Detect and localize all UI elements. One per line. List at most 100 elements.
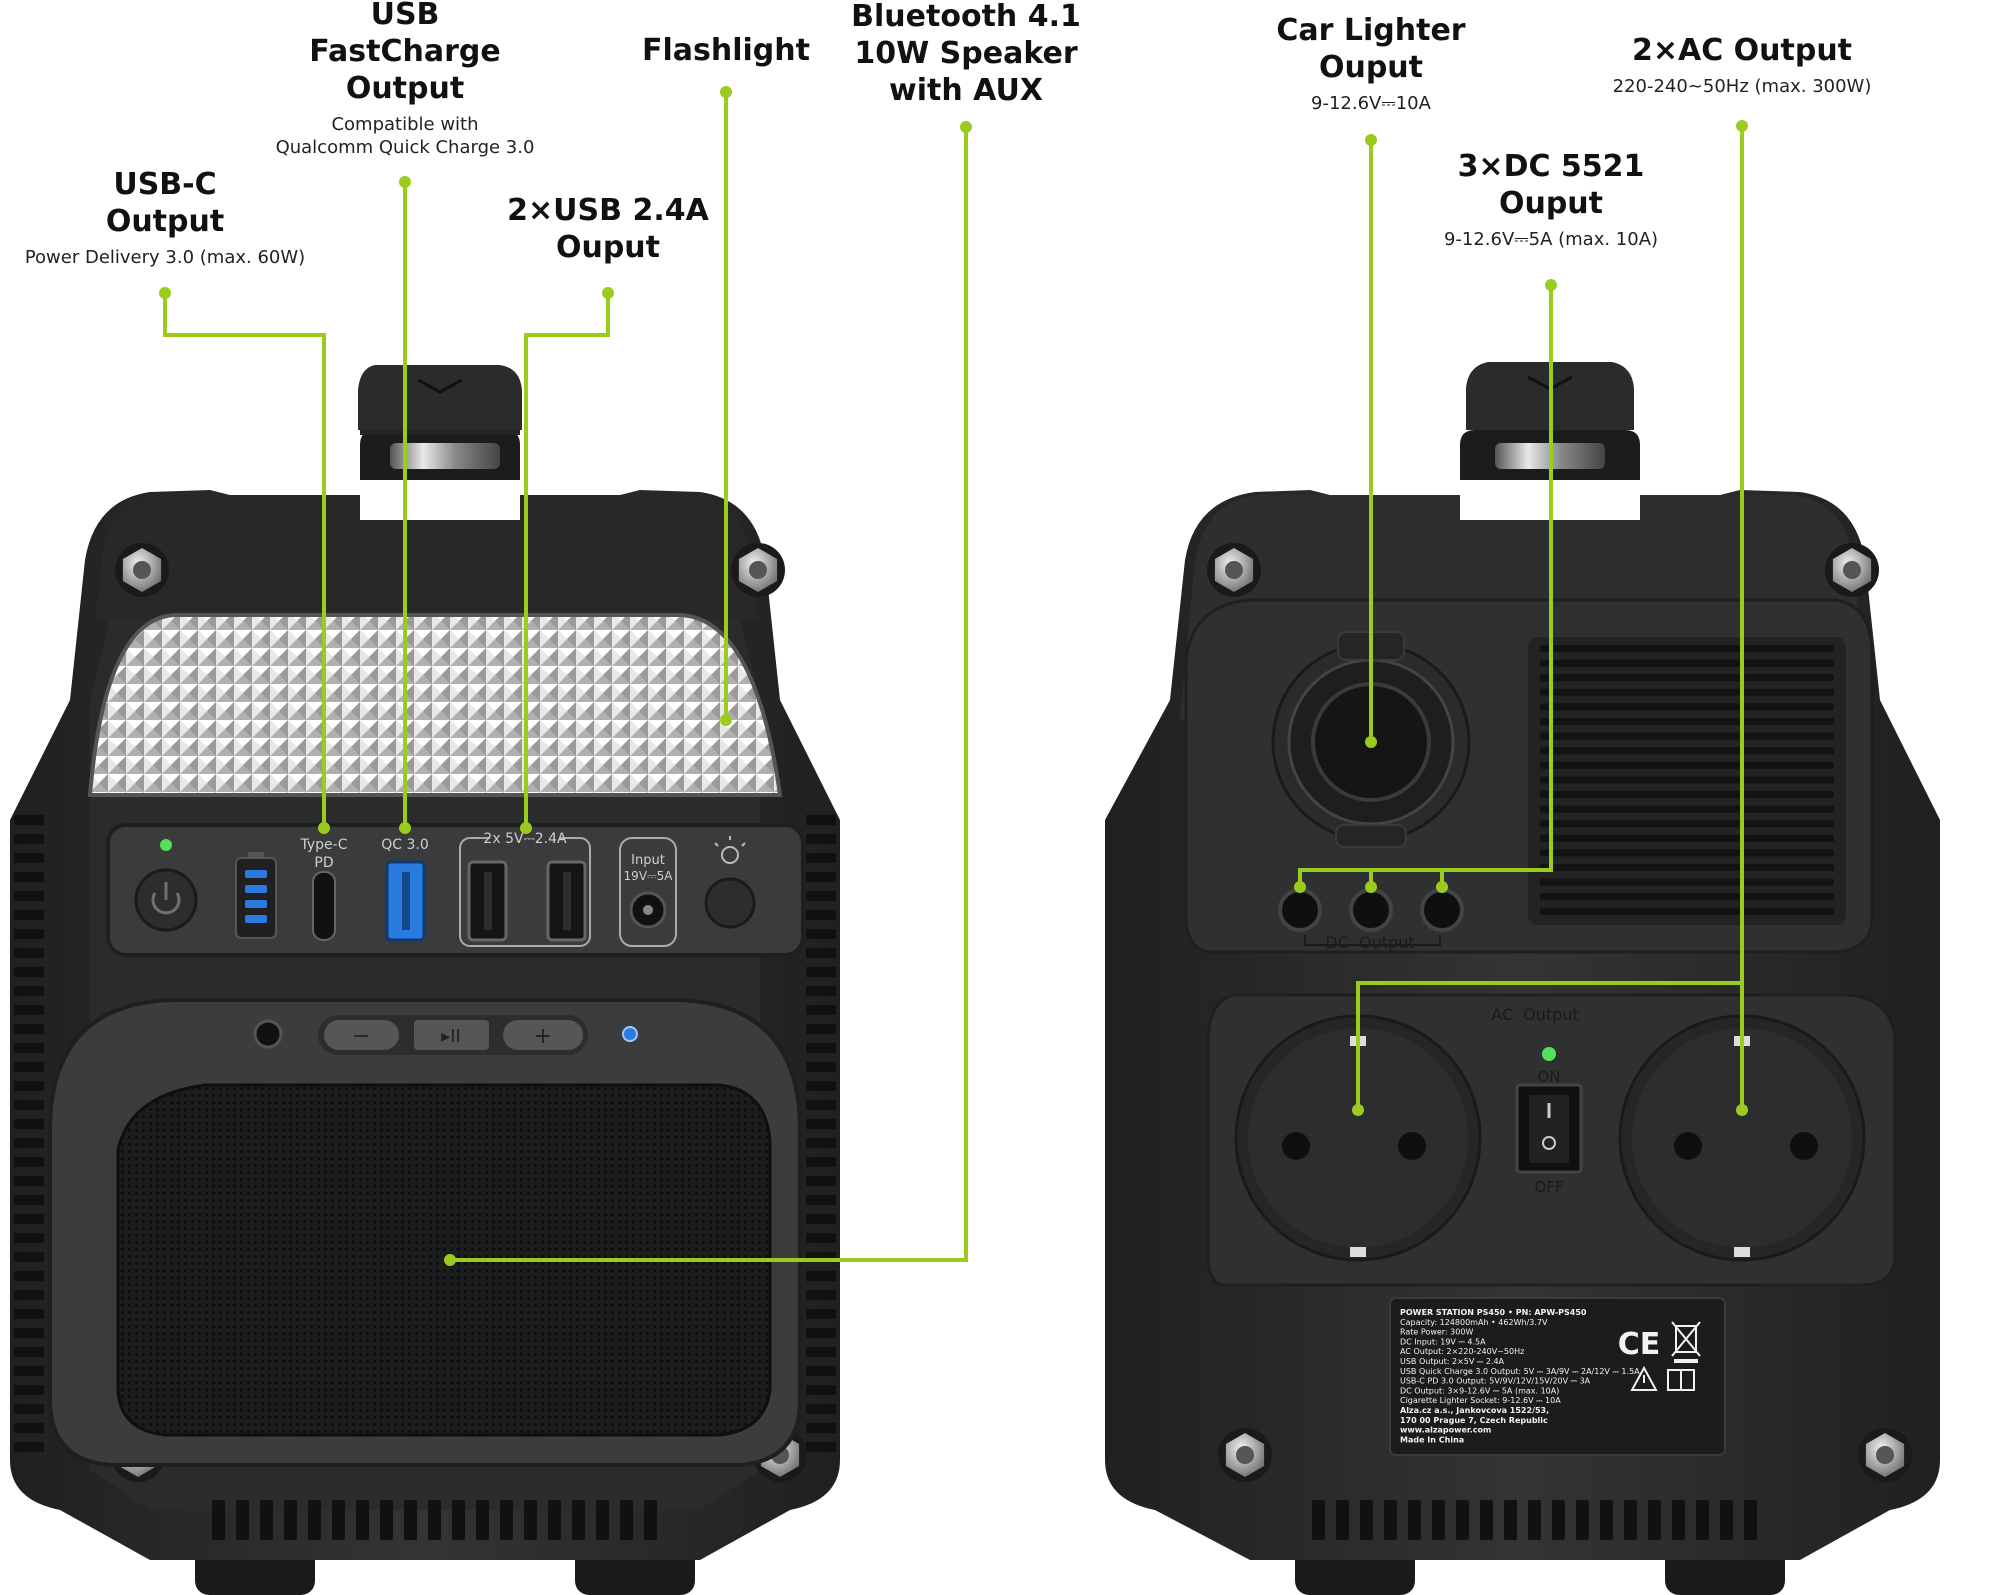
vent-slot bbox=[500, 1500, 513, 1540]
front-side-vents bbox=[14, 815, 836, 1452]
vent-slot bbox=[806, 1404, 836, 1414]
vent-slot bbox=[14, 1252, 44, 1262]
vent-slat bbox=[1540, 645, 1834, 652]
vent-slat bbox=[1540, 893, 1834, 901]
typec-label: Type-C bbox=[300, 837, 348, 853]
vent-slot bbox=[806, 1119, 836, 1129]
screw-socket bbox=[1225, 561, 1243, 579]
aux-jack[interactable] bbox=[253, 1019, 283, 1049]
vent-slot bbox=[14, 853, 44, 863]
vent-slot bbox=[14, 1271, 44, 1281]
vent-slot bbox=[806, 1290, 836, 1300]
callout-usb-fastcharge-title-2: FastCharge bbox=[309, 34, 501, 69]
vent-slot bbox=[308, 1500, 321, 1540]
ac-socket-left[interactable] bbox=[1234, 1014, 1482, 1262]
flashlight-lens bbox=[87, 613, 783, 797]
play-pause-button[interactable] bbox=[414, 1020, 489, 1050]
callout-usb-fastcharge-title-1: USB bbox=[370, 0, 440, 32]
dc-port-1[interactable] bbox=[1278, 888, 1322, 932]
volume-up-label: + bbox=[534, 1024, 552, 1049]
input-label: Input bbox=[631, 853, 665, 868]
vent-slot bbox=[14, 1290, 44, 1300]
vent-slot bbox=[1480, 1500, 1493, 1540]
vent-slot bbox=[14, 1138, 44, 1148]
volume-up-button[interactable] bbox=[503, 1020, 583, 1050]
callout-usb-fastcharge-sub-1: Compatible with bbox=[331, 114, 479, 135]
screw-socket bbox=[1843, 561, 1861, 579]
warning-icon bbox=[1630, 1365, 1658, 1391]
vent-slot bbox=[1312, 1500, 1325, 1540]
play-pause-label: ▸II bbox=[441, 1026, 461, 1047]
vent-slot bbox=[14, 834, 44, 844]
vent-slot bbox=[1600, 1500, 1613, 1540]
vent-slot bbox=[14, 1233, 44, 1243]
usb-group-label: 2x 5V⎓2.4A bbox=[483, 831, 567, 847]
leader-dc5521 bbox=[1298, 285, 1553, 887]
vent-slot bbox=[806, 948, 836, 958]
spec-line: Made In China bbox=[1400, 1435, 1464, 1444]
vent-slot bbox=[428, 1500, 441, 1540]
front-control-panel bbox=[106, 823, 805, 957]
vent-slot bbox=[1744, 1500, 1757, 1540]
volume-down-button[interactable] bbox=[324, 1020, 399, 1050]
callout-bluetooth-title-3: with AUX bbox=[889, 73, 1043, 108]
ac-output-label: AC Output bbox=[1491, 1005, 1579, 1024]
vent-slot bbox=[380, 1500, 393, 1540]
vent-slot bbox=[806, 1233, 836, 1243]
ac-power-switch[interactable] bbox=[1515, 1083, 1583, 1174]
callout-bluetooth-title-1: Bluetooth 4.1 bbox=[851, 0, 1081, 34]
vent-slot bbox=[806, 1347, 836, 1357]
vent-slot bbox=[644, 1500, 657, 1540]
vent-slot bbox=[14, 1366, 44, 1376]
callout-usbc-title-2: Output bbox=[105, 204, 225, 239]
dc-port-3[interactable] bbox=[1420, 888, 1464, 932]
hex-screw-icon bbox=[1825, 543, 1879, 597]
vent-slat bbox=[1540, 878, 1834, 886]
callout-dc5521-title-2: Ouput bbox=[1498, 186, 1604, 221]
qc-label: QC 3.0 bbox=[381, 837, 429, 853]
callout-dc5521: 3×DC 5521 Ouput 9-12.6V⎓5A (max. 10A) bbox=[1444, 148, 1658, 251]
spec-line: USB Quick Charge 3.0 Output: 5V ⎓ 3A/9V … bbox=[1400, 1367, 1640, 1376]
vent-slat bbox=[1540, 791, 1834, 798]
power-button[interactable] bbox=[134, 868, 198, 932]
vent-slot bbox=[806, 929, 836, 939]
vent-slot bbox=[14, 1043, 44, 1053]
spec-line: Capacity: 124800mAh • 462Wh/3.7V bbox=[1400, 1318, 1548, 1327]
vent-slot bbox=[1336, 1500, 1349, 1540]
callout-bluetooth: Bluetooth 4.1 10W Speaker with AUX bbox=[851, 0, 1081, 109]
vent-slot bbox=[806, 1081, 836, 1091]
vent-slot bbox=[806, 1043, 836, 1053]
vent-slot bbox=[1624, 1500, 1637, 1540]
spec-line: USB Output: 2×5V ⎓ 2.4A bbox=[1400, 1357, 1505, 1366]
vent-slot bbox=[806, 1328, 836, 1338]
ac-socket-right[interactable] bbox=[1618, 1014, 1866, 1262]
vent-slat bbox=[1540, 747, 1834, 755]
vent-slot bbox=[1408, 1500, 1421, 1540]
vent-slot bbox=[14, 1081, 44, 1091]
vent-slat bbox=[1540, 805, 1834, 813]
rear-vent-grille bbox=[1528, 637, 1846, 925]
vent-slot bbox=[806, 1309, 836, 1319]
switch-off-label: OFF bbox=[1534, 1178, 1563, 1196]
spec-line: POWER STATION PS450 • PN: APW-PS450 bbox=[1400, 1308, 1587, 1317]
callout-car-lighter: Car Lighter Ouput 9-12.6V⎓10A bbox=[1276, 12, 1465, 115]
vent-slot bbox=[14, 986, 44, 996]
vent-slot bbox=[806, 1100, 836, 1110]
vent-slot bbox=[14, 1309, 44, 1319]
hex-screw-icon bbox=[1207, 543, 1261, 597]
vent-slot bbox=[806, 1214, 836, 1224]
vent-slat bbox=[1540, 849, 1834, 857]
callout-usbc-title-1: USB-C bbox=[113, 167, 217, 202]
vent-slot bbox=[524, 1500, 537, 1540]
ce-mark-icon: CE bbox=[1618, 1327, 1661, 1362]
bluetooth-led-icon bbox=[622, 1026, 638, 1042]
screw-socket bbox=[1876, 1446, 1894, 1464]
usbc-port[interactable] bbox=[312, 871, 336, 941]
vent-slot bbox=[14, 929, 44, 939]
vent-slot bbox=[806, 1423, 836, 1433]
vent-slot bbox=[14, 910, 44, 920]
rear-screws bbox=[1207, 543, 1912, 1482]
dc-port-2[interactable] bbox=[1349, 888, 1393, 932]
flashlight-button[interactable] bbox=[704, 877, 756, 929]
